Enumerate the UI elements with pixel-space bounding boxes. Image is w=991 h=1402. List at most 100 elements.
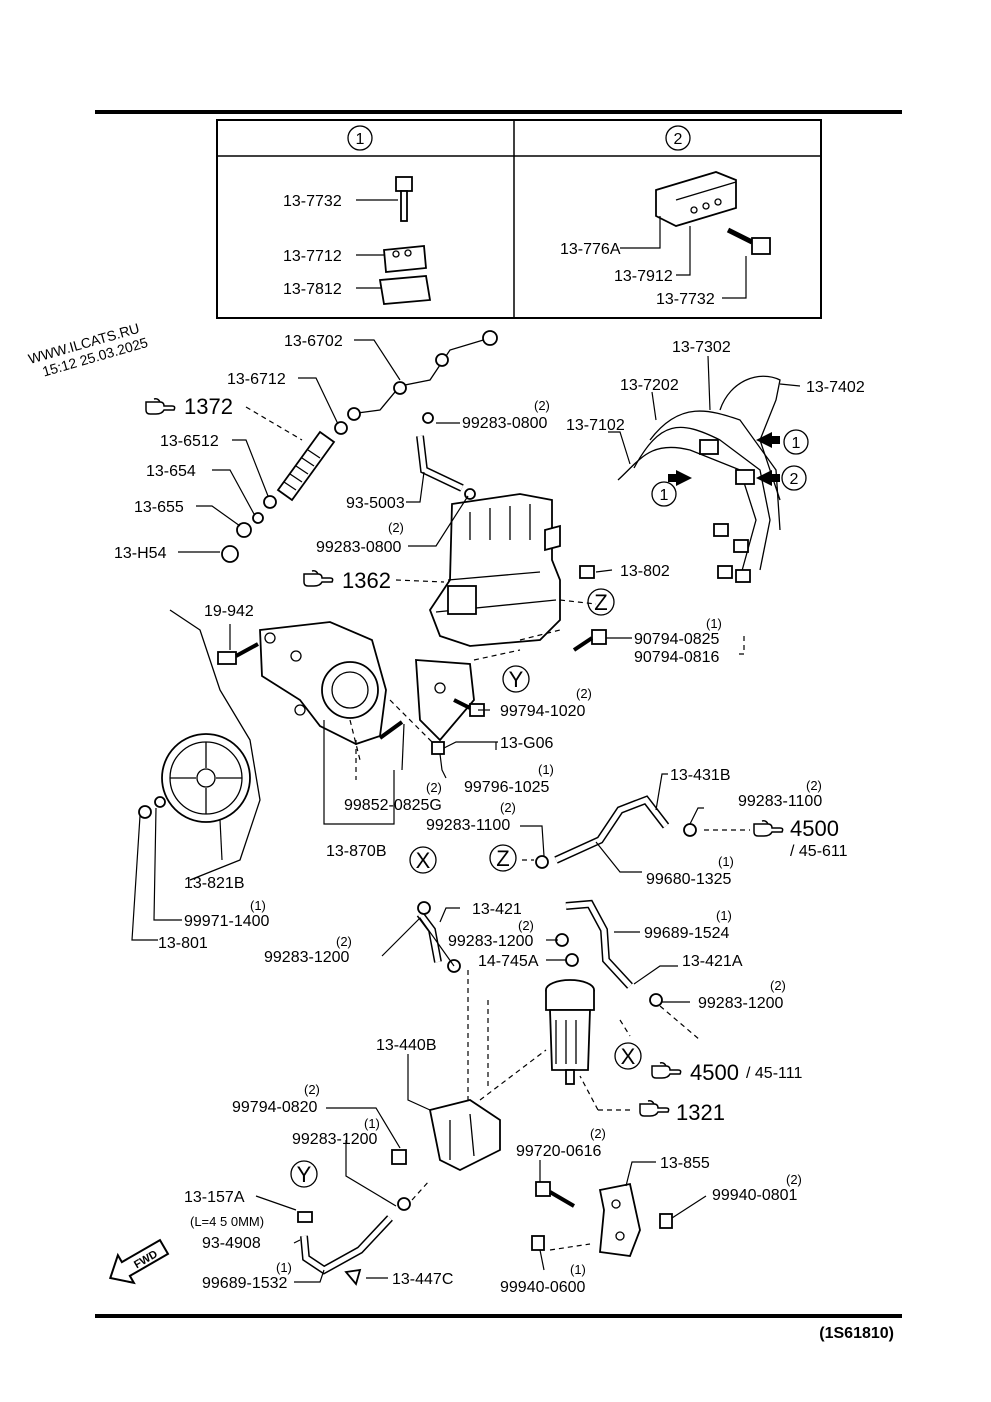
marker-z: Z <box>587 588 615 616</box>
pointing-hand-icon <box>303 570 334 587</box>
qty-label: (1) <box>364 1116 380 1131</box>
ref-label: 4500 <box>790 816 839 841</box>
pump-sprocket-housing <box>259 621 387 745</box>
drain-hose <box>297 1211 393 1286</box>
part-label: 13-6702 <box>284 333 343 350</box>
part-label: 99794-0820 <box>232 1099 318 1116</box>
part-label: 93-4908 <box>202 1235 261 1252</box>
inset-header-1: 1 <box>347 125 373 151</box>
bolt <box>431 741 445 755</box>
part-label: 99283-0800 <box>462 415 548 432</box>
clamp-bolt <box>726 227 771 255</box>
inset-label: 13-7732 <box>283 193 342 210</box>
part-label: 13-7202 <box>620 377 679 394</box>
ref-label: 4500 <box>690 1060 739 1085</box>
svg-text:1: 1 <box>356 131 365 148</box>
stud <box>378 720 404 740</box>
marker-y: Y <box>290 1160 318 1188</box>
bolt <box>453 698 485 717</box>
part-label: 99283-1200 <box>264 949 350 966</box>
part-label: 13-802 <box>620 563 670 580</box>
part-label: 14-745A <box>478 953 539 970</box>
fuel-filter <box>545 953 595 1085</box>
part-label: 99283-1200 <box>698 995 784 1012</box>
part-label: 13-447C <box>392 1271 453 1288</box>
ref-label: 1321 <box>676 1100 725 1125</box>
inset-label: 13-7712 <box>283 248 342 265</box>
watermark: WWW.ILCATS.RU 15:12 25.03.2025 <box>26 320 149 380</box>
qty-label: (2) <box>336 934 352 949</box>
part-label: 13-7302 <box>672 339 731 356</box>
part-label: 99283-1100 <box>426 817 510 834</box>
part-label: 13-6712 <box>227 371 286 388</box>
part-label: 13-655 <box>134 499 184 516</box>
filter-support <box>531 1181 673 1257</box>
nut <box>579 565 595 579</box>
part-label: 99283-1100 <box>738 793 822 810</box>
engine-outline <box>169 609 261 881</box>
marker-1: 1 <box>783 429 809 455</box>
diagram-code: (1S61810) <box>819 1325 894 1342</box>
qty-label: (1) <box>276 1260 292 1275</box>
nut <box>138 805 152 819</box>
part-note: (L=4 5 0MM) <box>190 1214 264 1229</box>
inset-header-2: 2 <box>665 125 691 151</box>
arrow-icon <box>756 432 780 448</box>
qty-label: (2) <box>770 978 786 993</box>
clamp-lower <box>378 275 432 305</box>
pump-pulley <box>161 733 251 823</box>
part-label: 13-421 <box>472 901 522 918</box>
filter-bracket <box>391 1099 501 1211</box>
inset-label: 13-7912 <box>614 268 673 285</box>
svg-text:1: 1 <box>660 487 669 504</box>
svg-text:Z: Z <box>496 846 509 871</box>
part-label: 13-855 <box>660 1155 710 1172</box>
part-label: 93-5003 <box>346 495 405 512</box>
ref-sublabel: / 45-611 <box>790 843 848 860</box>
washers <box>221 421 348 563</box>
pointing-hand-icon <box>639 1100 670 1117</box>
assembly-lines <box>245 406 750 1251</box>
part-label: 13-654 <box>146 463 196 480</box>
part-label: 13-6512 <box>160 433 219 450</box>
inset-label: 13-7812 <box>283 281 342 298</box>
part-label: 99940-0801 <box>712 1187 798 1204</box>
arrow-icon <box>756 470 780 486</box>
clamp-bolt <box>395 176 413 222</box>
ref-label: 1362 <box>342 568 391 593</box>
marker-y: Y <box>502 665 530 693</box>
marker-1: 1 <box>651 481 677 507</box>
part-label: 13-157A <box>184 1189 245 1206</box>
fwd-arrow-icon: FWD <box>108 1238 170 1285</box>
part-label: 99852-0825G <box>344 797 442 814</box>
pump-bracket <box>415 659 475 742</box>
qty-label: (2) <box>786 1172 802 1187</box>
part-label: 99689-1524 <box>644 925 730 942</box>
pointing-hand-icon <box>753 820 784 837</box>
leader-lines <box>131 339 801 1283</box>
part-label: 99720-0616 <box>516 1143 602 1160</box>
part-label: 99940-0600 <box>500 1279 586 1296</box>
part-label: 13-801 <box>158 935 208 952</box>
marker-x: X <box>614 1042 642 1070</box>
ref-label: 1372 <box>184 394 233 419</box>
clamp-block <box>655 171 737 227</box>
part-label: 99794-1020 <box>500 703 586 720</box>
part-label: 99283-1200 <box>448 933 534 950</box>
part-label: 99689-1532 <box>202 1275 288 1292</box>
ref-sublabel: / 45-111 <box>746 1065 802 1082</box>
svg-text:1: 1 <box>792 435 801 452</box>
part-label: 13-440B <box>376 1037 437 1054</box>
part-label: 13-431B <box>670 767 731 784</box>
qty-label: (2) <box>426 780 442 795</box>
part-label: 13-7402 <box>806 379 865 396</box>
part-label: 13-821B <box>184 875 245 892</box>
part-label: 99283-1200 <box>292 1131 378 1148</box>
qty-label: (1) <box>706 616 722 631</box>
injection-nozzle <box>276 430 336 502</box>
part-label: 90794-0816 <box>634 649 720 666</box>
part-label: 13-870B <box>326 843 387 860</box>
part-label: 99283-0800 <box>316 539 402 556</box>
fuel-hose <box>535 795 697 869</box>
